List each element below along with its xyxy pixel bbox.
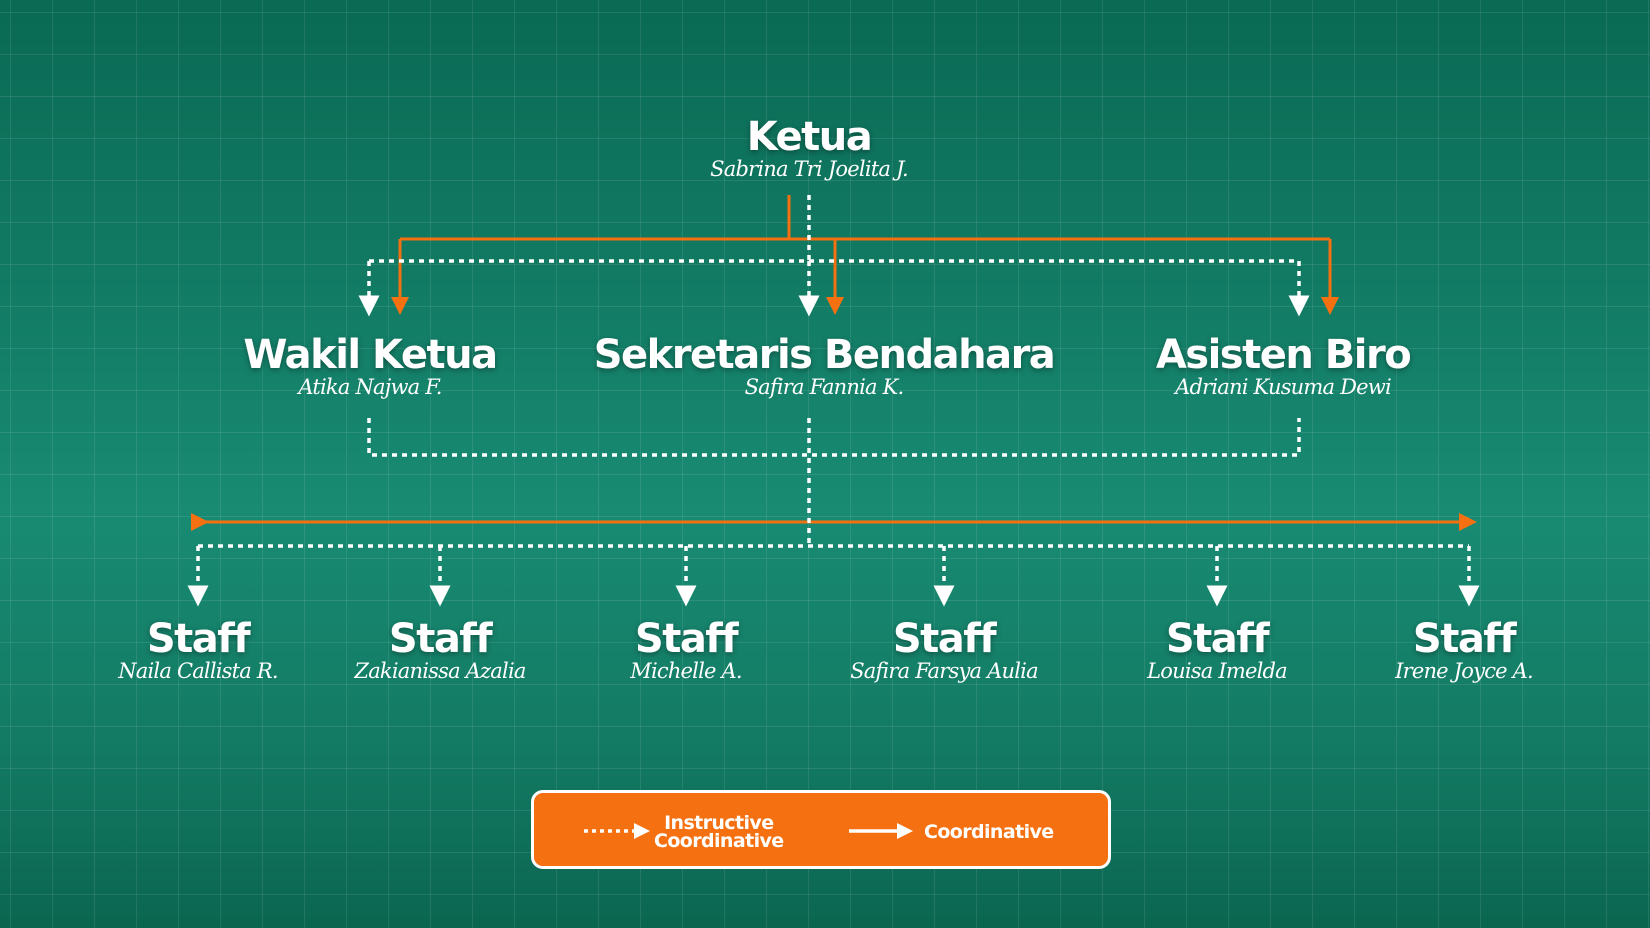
node-title: Ketua: [746, 114, 873, 160]
node-name: Safira Fannia K.: [744, 375, 905, 399]
node-title: Staff: [1412, 616, 1517, 662]
node-staff: Staff Michelle A.: [630, 619, 742, 684]
node-name: Zakianissa Azalia: [354, 659, 526, 683]
node-name: Naila Callista R.: [118, 659, 278, 683]
node-staff: Staff Naila Callista R.: [118, 619, 278, 684]
legend-instructive-line1: Instructive: [664, 812, 774, 834]
legend-instructive-line2: Coordinative: [654, 830, 784, 852]
node-title: Staff: [892, 616, 997, 662]
node-ketua: Ketua Sabrina Tri Joelita J.: [710, 117, 908, 182]
node-staff: Staff Louisa Imelda: [1147, 616, 1288, 684]
node-title: Wakil Ketua: [243, 332, 498, 378]
instructive-lines: [187, 195, 1480, 607]
node-asisten-biro: Asisten Biro Adriani Kusuma Dewi: [1155, 332, 1412, 400]
solid-arrow-icon: [849, 823, 913, 839]
node-name: Louisa Imelda: [1147, 659, 1288, 683]
node-title: Staff: [388, 616, 493, 662]
node-name: Atika Najwa F.: [298, 375, 442, 399]
node-name: Michelle A.: [630, 659, 742, 683]
node-staff: Staff Safira Farsya Aulia: [850, 619, 1038, 684]
legend-instructive-label: Instructive Coordinative: [654, 812, 784, 852]
coordinative-lines: [191, 195, 1477, 531]
node-title: Staff: [1165, 616, 1270, 662]
node-title: Staff: [146, 616, 251, 662]
node-title: Asisten Biro: [1155, 332, 1412, 378]
node-title: Staff: [634, 616, 739, 662]
dotted-arrow-icon: [584, 823, 650, 839]
node-sekretaris-bendahara: Sekretaris Bendahara Safira Fannia K.: [593, 332, 1056, 400]
node-title: Sekretaris Bendahara: [593, 332, 1056, 378]
node-staff: Staff Zakianissa Azalia: [354, 616, 526, 684]
node-wakil-ketua: Wakil Ketua Atika Najwa F.: [243, 332, 498, 400]
node-name: Adriani Kusuma Dewi: [1175, 375, 1392, 399]
node-name: Sabrina Tri Joelita J.: [710, 157, 908, 181]
node-name: Safira Farsya Aulia: [850, 659, 1038, 683]
legend: Instructive Coordinative Coordinative: [531, 790, 1111, 869]
node-name: Irene Joyce A.: [1395, 659, 1534, 683]
legend-coordinative-label: Coordinative: [924, 821, 1054, 843]
node-staff: Staff Irene Joyce A.: [1395, 616, 1534, 684]
